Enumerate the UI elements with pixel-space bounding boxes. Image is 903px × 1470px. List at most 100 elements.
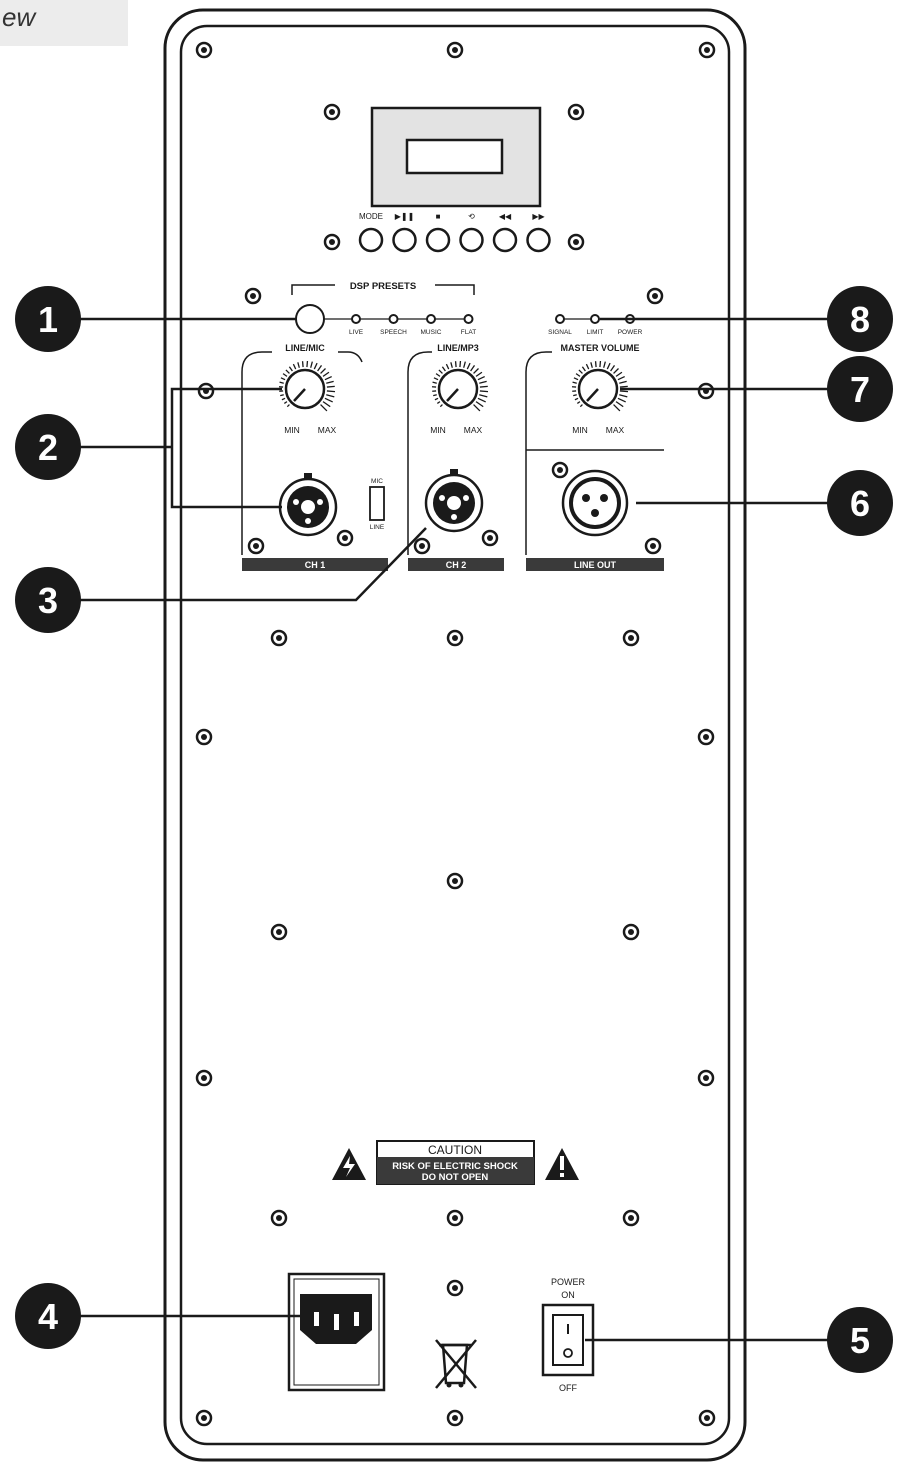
knob-scale-tick xyxy=(581,366,586,372)
ch1-combo-jack[interactable] xyxy=(278,473,338,537)
ch2-combo-jack[interactable] xyxy=(424,469,484,533)
iec-pin-ground xyxy=(334,1314,339,1330)
knob-scale-tick xyxy=(477,375,485,381)
screw-center xyxy=(276,1215,282,1221)
screw-icon xyxy=(197,382,215,400)
screw-icon xyxy=(622,923,640,941)
callout-marker xyxy=(15,414,81,480)
transport-button[interactable] xyxy=(358,227,384,253)
screw-center xyxy=(452,635,458,641)
knob-scale-tick xyxy=(603,361,606,368)
screw-icon xyxy=(697,728,715,746)
ch1-gain-knob[interactable] xyxy=(278,360,336,412)
screw-center xyxy=(703,734,709,740)
knob-scale-tick xyxy=(617,397,626,403)
knob-scale-tick xyxy=(610,365,616,372)
screw-center xyxy=(628,1215,634,1221)
ch2-name-bar xyxy=(408,558,504,571)
knob-scale-tick xyxy=(475,371,483,377)
knob-scale-tick xyxy=(292,363,297,370)
transport-button[interactable] xyxy=(392,227,417,253)
master-outline xyxy=(525,351,552,555)
knob-scale-tick xyxy=(479,385,488,388)
screw-center xyxy=(573,239,579,245)
screw-icon xyxy=(446,41,464,59)
transport-button[interactable] xyxy=(459,227,484,253)
screw-icon xyxy=(446,1279,464,1297)
screw-center xyxy=(329,239,335,245)
screw-center xyxy=(201,1415,207,1421)
knob-scale-tick xyxy=(619,390,629,393)
ch2-gain-knob[interactable] xyxy=(431,360,489,412)
dsp-preset-button[interactable] xyxy=(295,304,325,334)
knob-scale-tick xyxy=(301,361,304,368)
knob-scale-tick xyxy=(617,375,625,381)
jack-latch xyxy=(304,473,312,478)
transport-button[interactable] xyxy=(425,227,451,253)
knob-scale-tick xyxy=(324,397,333,403)
callout-marker xyxy=(827,470,893,536)
jack-quarter-inch-hole xyxy=(301,500,315,514)
screw-icon xyxy=(195,728,213,746)
ch2-knob-label: LINE/MP3 xyxy=(437,343,479,353)
callout-marker xyxy=(15,567,81,633)
power-rocker-switch[interactable] xyxy=(552,1314,584,1366)
caution-line2: DO NOT OPEN xyxy=(422,1172,489,1183)
screw-icon xyxy=(567,103,585,121)
screw-group xyxy=(195,41,716,1427)
indicator-label: SIGNAL xyxy=(548,329,572,336)
ch1-min-label: MIN xyxy=(284,425,300,435)
screw-center xyxy=(452,1285,458,1291)
ch1-outline xyxy=(241,351,272,555)
knob-scale-tick xyxy=(615,401,624,408)
callout-marker xyxy=(15,286,81,352)
ch1-mic-line-switch[interactable] xyxy=(369,486,385,521)
xlr-pin xyxy=(600,494,608,502)
knob-scale-tick xyxy=(613,404,621,412)
screw-icon xyxy=(195,1409,213,1427)
knob-scale-tick xyxy=(454,361,457,368)
ch2-outline xyxy=(407,351,432,555)
screw-icon xyxy=(644,537,662,555)
callout-number: 8 xyxy=(850,299,870,340)
dsp-preset-label: MUSIC xyxy=(421,329,442,336)
panel-inner-frame xyxy=(179,24,731,1446)
knob-scale-tick xyxy=(282,373,288,377)
screw-center xyxy=(419,543,425,549)
screw-center xyxy=(276,929,282,935)
jack-quarter-inch-hole xyxy=(447,496,461,510)
screw-center xyxy=(703,1075,709,1081)
knob-scale-tick xyxy=(322,371,330,377)
dsp-title-bg xyxy=(335,280,435,290)
transport-button[interactable] xyxy=(492,227,518,253)
ch1-name: CH 1 xyxy=(305,560,326,570)
dsp-preset-label: SPEECH xyxy=(380,329,407,336)
callout-line-3 xyxy=(70,527,427,602)
knob-scale-tick xyxy=(599,360,602,368)
transport-button[interactable] xyxy=(526,227,551,253)
knob-scale-tick xyxy=(317,365,323,372)
callout-lines xyxy=(70,317,840,1342)
indicator-led xyxy=(555,314,565,324)
screw-center xyxy=(250,293,256,299)
screw-center xyxy=(704,1415,710,1421)
knob-pointer xyxy=(446,388,459,402)
iec-pin-right xyxy=(354,1312,359,1326)
knob-scale-tick xyxy=(590,362,593,368)
jack-pin xyxy=(463,495,469,501)
line-out-xlr-jack[interactable] xyxy=(561,469,629,537)
screw-center xyxy=(704,47,710,53)
callout-marker xyxy=(827,286,893,352)
knob-scale-tick xyxy=(432,381,437,384)
transport-button-label: ◀◀ xyxy=(499,212,512,221)
master-volume-knob[interactable] xyxy=(571,360,629,412)
screw-icon xyxy=(697,382,715,400)
screw-center xyxy=(452,1215,458,1221)
knob-scale-tick xyxy=(619,380,627,384)
transport-button-label: ▶❚❚ xyxy=(395,212,415,221)
screw-icon xyxy=(446,872,464,890)
callout-number: 2 xyxy=(38,427,58,468)
screw-icon xyxy=(195,41,213,59)
knob-scale-tick xyxy=(313,362,318,370)
